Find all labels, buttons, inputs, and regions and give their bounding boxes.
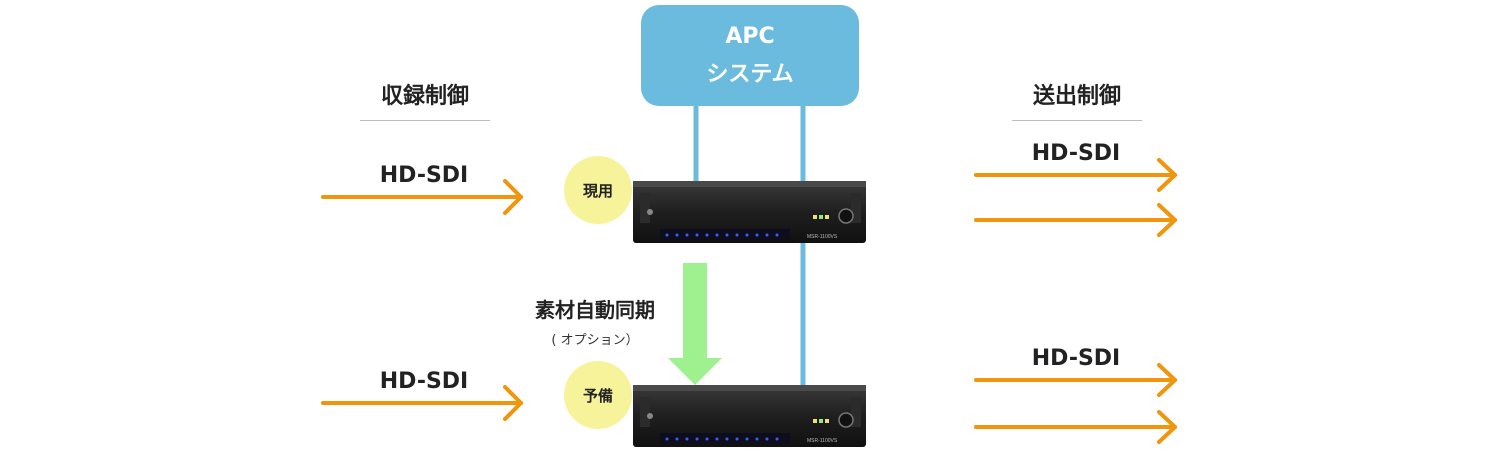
primary-server-device: MSR-1100VS [633, 181, 866, 243]
apc-system-title: APC [725, 23, 775, 49]
backup-server-device: MSR-1100VS [633, 385, 866, 447]
backup-server-badge-label: 予備 [582, 386, 613, 405]
primary-server-badge-label: 現用 [582, 181, 613, 200]
sync-sublabel: ( オプション） [551, 333, 639, 348]
primary-server-badge: 現用 [564, 156, 632, 224]
output-label-backup: HD-SDI [1031, 346, 1121, 371]
output-arrow-icon [974, 410, 1177, 444]
output-arrow-icon [974, 363, 1177, 397]
input-arrow-icon [321, 179, 523, 215]
output-arrow-icon [974, 158, 1177, 192]
backup-server-model: MSR-1100VS [807, 438, 838, 444]
output-label-primary: HD-SDI [1031, 141, 1121, 166]
input-label-primary: HD-SDI [379, 163, 469, 188]
input-arrow-icon [321, 385, 523, 421]
primary-server-model: MSR-1100VS [807, 234, 838, 240]
sync-arrow-icon [668, 263, 722, 385]
playout-control-title: 送出制御 [1012, 78, 1142, 121]
input-label-backup: HD-SDI [379, 369, 469, 394]
backup-server-badge: 予備 [564, 361, 632, 429]
apc-system-subtitle: システム [706, 61, 794, 87]
recording-control-title: 収録制御 [360, 78, 490, 121]
apc-system-box: APC システム [641, 5, 859, 106]
output-arrow-icon [974, 203, 1177, 237]
sync-label: 素材自動同期 [535, 298, 655, 322]
